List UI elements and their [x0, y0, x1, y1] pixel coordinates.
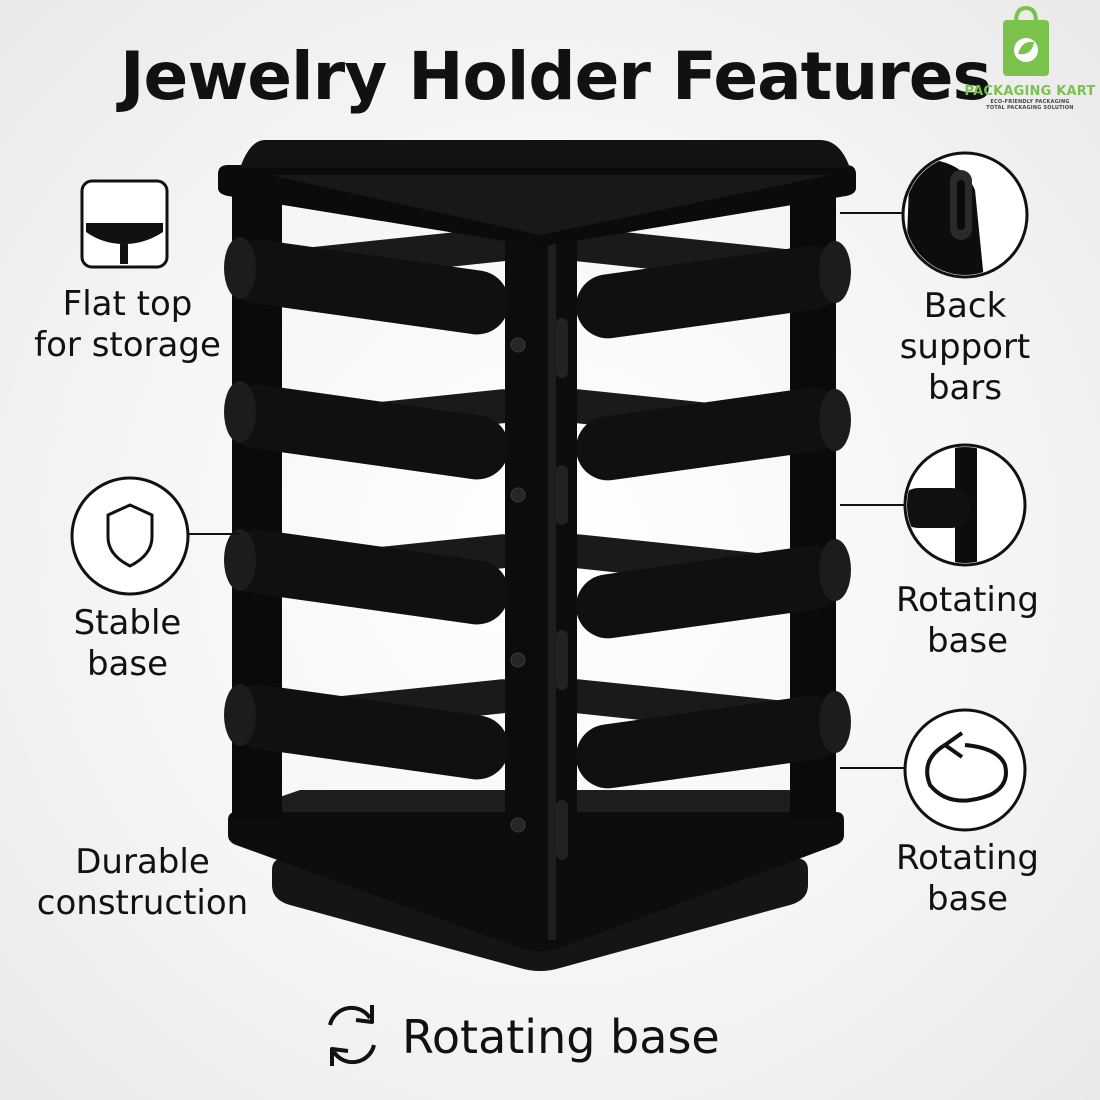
flat-top-thumbnail-icon — [80, 179, 169, 269]
hook-closeup-icon — [901, 151, 1029, 279]
feature-rotating-base-2-label: Rotating base — [896, 838, 1039, 919]
logo-bag-icon — [1003, 5, 1049, 76]
connector-lines — [188, 212, 905, 769]
rotate-cycle-icon — [328, 1005, 376, 1066]
feature-flat-top-label: Flat top for storage — [34, 284, 221, 365]
feature-durable-label: Durable construction — [36, 842, 249, 923]
feature-stable-base-label: Stable base — [73, 603, 182, 684]
logo-name: PACKAGING KART — [964, 84, 1096, 99]
jewelry-holder-product-image — [218, 140, 856, 971]
bar-joint-closeup-icon — [903, 443, 1027, 567]
logo-tagline-2: TOTAL PACKAGING SOLUTION — [986, 105, 1074, 111]
logo-tagline-1: ECO-FRIENDLY PACKAGING — [990, 99, 1070, 105]
rotate-arrow-icon — [903, 708, 1027, 832]
shield-icon — [70, 476, 190, 596]
logo-wordmark: PACKAGING KART ECO-FRIENDLY PACKAGING TO… — [960, 84, 1100, 111]
feature-back-support-label: Back support bars — [899, 286, 1031, 408]
footer-rotating-base-label: Rotating base — [402, 1010, 720, 1064]
feature-rotating-base-1-label: Rotating base — [896, 580, 1039, 661]
page-title: Jewelry Holder Features — [120, 38, 992, 115]
